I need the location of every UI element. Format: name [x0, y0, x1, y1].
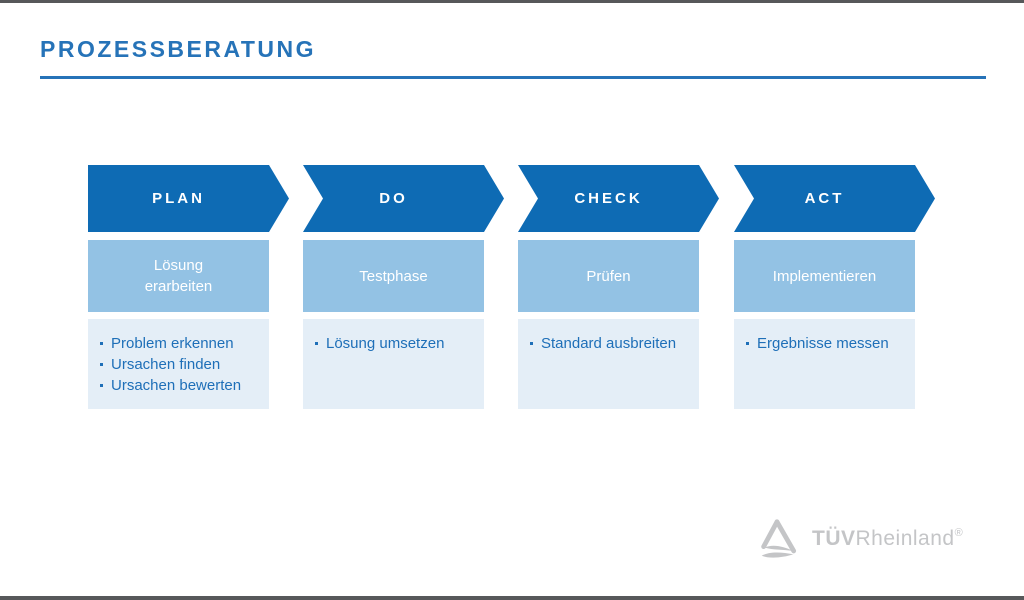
logo-wordmark-rheinland: Rheinland [855, 527, 955, 550]
phase-box-act: Implementieren [734, 240, 915, 312]
phase-box-plan: Lösung erarbeiten [88, 240, 269, 312]
phase-box-check: Prüfen [518, 240, 699, 312]
detail-box-act: Ergebnisse messen [734, 319, 915, 409]
process-column-plan: PLAN Lösung erarbeiten Problem erkennen … [88, 165, 289, 409]
chevron-plan: PLAN [88, 165, 289, 232]
detail-box-check: Standard ausbreiten [518, 319, 699, 409]
detail-box-plan: Problem erkennen Ursachen finden Ursache… [88, 319, 269, 409]
detail-box-do: Lösung umsetzen [303, 319, 484, 409]
bullet-item: Problem erkennen [100, 333, 261, 354]
bullet-list: Lösung umsetzen [315, 333, 476, 354]
bullet-item: Ergebnisse messen [746, 333, 907, 354]
process-column-act: ACT Implementieren Ergebnisse messen [734, 165, 935, 409]
bullet-item: Lösung umsetzen [315, 333, 476, 354]
bullet-item: Ursachen bewerten [100, 375, 261, 396]
page-title: PROZESSBERATUNG [40, 36, 317, 62]
logo-wordmark: TÜVRheinland® [812, 527, 963, 551]
chevron-act: ACT [734, 165, 935, 232]
title-underline [40, 76, 986, 79]
process-column-check: CHECK Prüfen Standard ausbreiten [518, 165, 719, 409]
bottom-accent-bar [0, 596, 1024, 600]
tuv-rheinland-logo: TÜVRheinland® [756, 518, 963, 560]
top-accent-bar [0, 0, 1024, 3]
logo-wordmark-tuv: TÜV [812, 527, 856, 550]
tuv-triangle-icon [756, 518, 798, 560]
phase-box-do: Testphase [303, 240, 484, 312]
registered-mark: ® [954, 527, 964, 539]
process-column-do: DO Testphase Lösung umsetzen [303, 165, 504, 409]
bullet-item: Ursachen finden [100, 354, 261, 375]
bullet-item: Standard ausbreiten [530, 333, 691, 354]
bullet-list: Ergebnisse messen [746, 333, 907, 354]
bullet-list: Problem erkennen Ursachen finden Ursache… [100, 333, 261, 396]
chevron-check: CHECK [518, 165, 719, 232]
bullet-list: Standard ausbreiten [530, 333, 691, 354]
chevron-do: DO [303, 165, 504, 232]
